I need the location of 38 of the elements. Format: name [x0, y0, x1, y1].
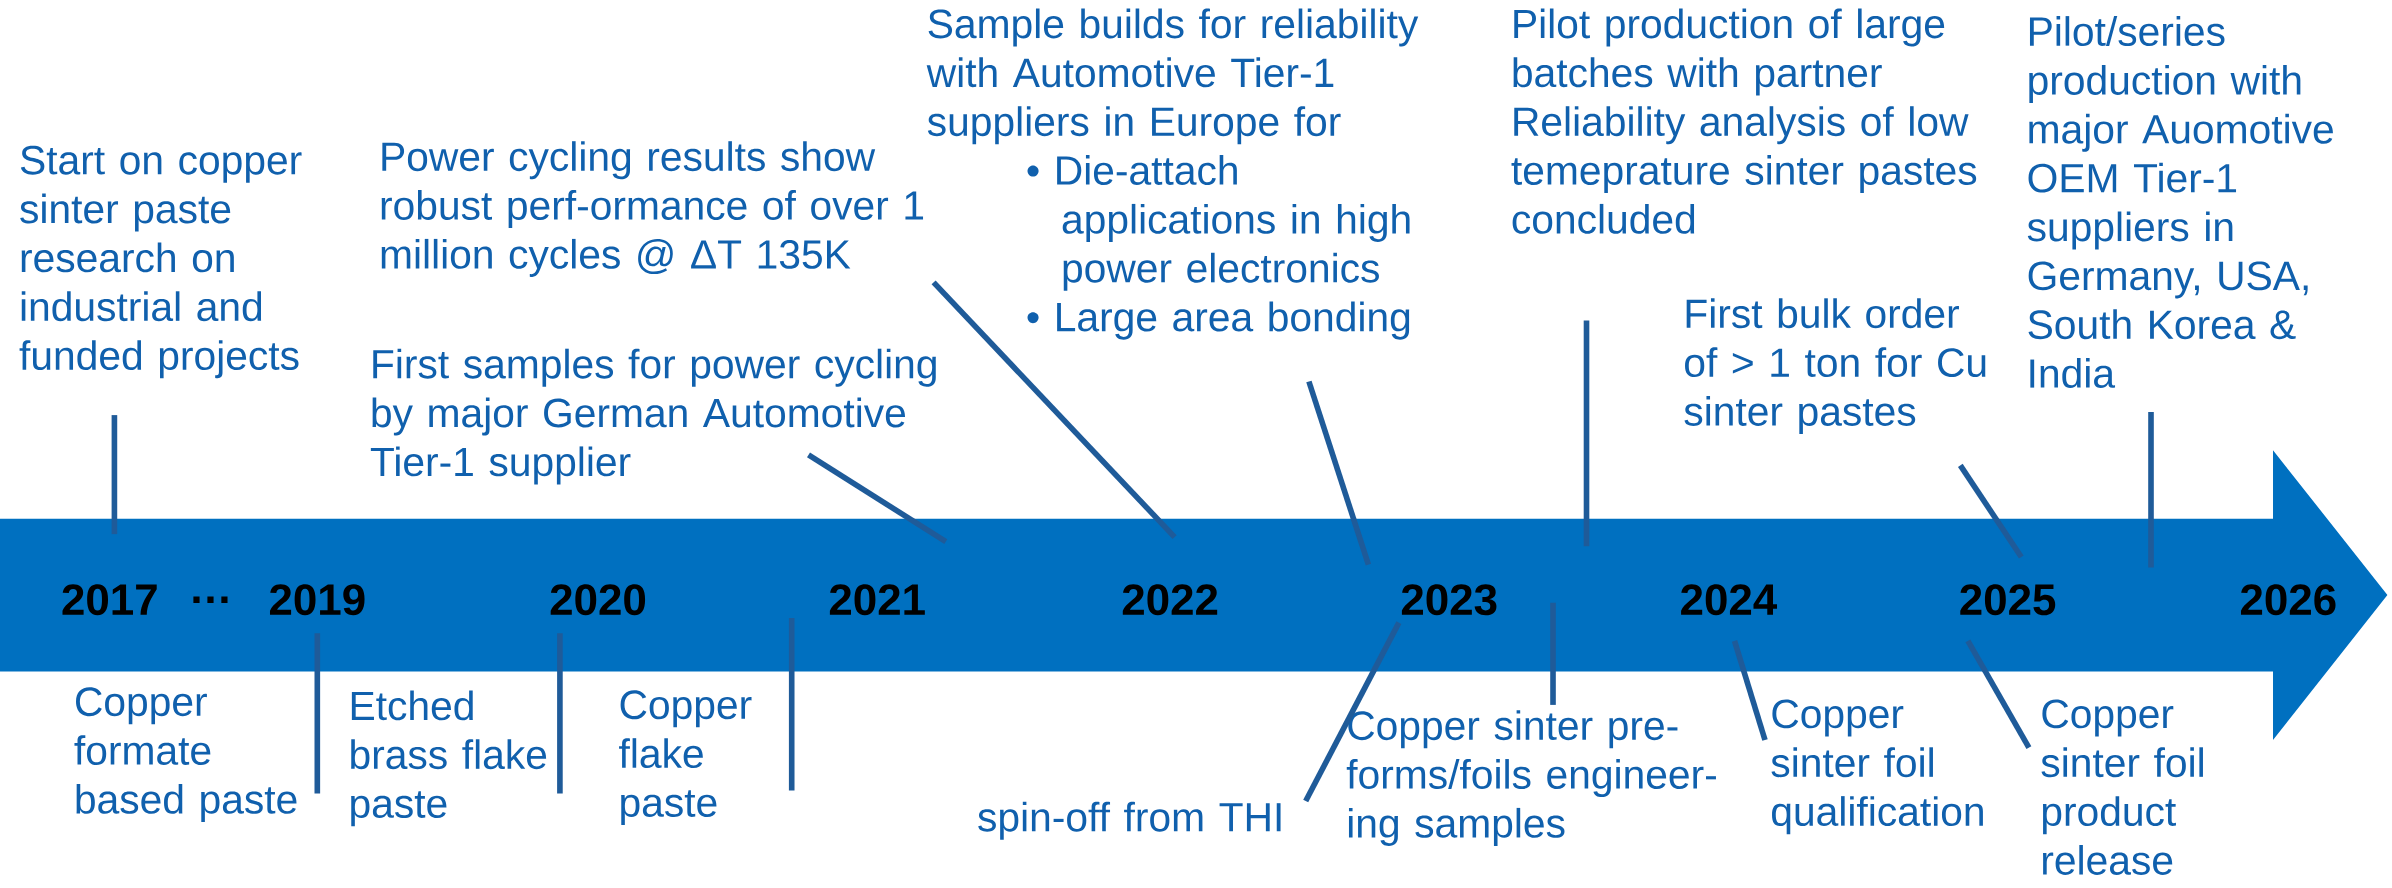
milestone-text: Copper flake paste: [619, 690, 752, 826]
milestone-text: First bulk order of > 1 ton for Cu sinter pastes: [1684, 298, 1986, 435]
leader-line: [1957, 463, 2024, 559]
milestone-text: Start on copper sinter paste research on industrial and funded projects: [19, 145, 302, 379]
leader-line: [557, 633, 563, 794]
milestone-text: Etched brass flake paste: [351, 690, 547, 827]
year-label: …: [193, 596, 228, 603]
year-label: 2023: [1401, 584, 1497, 616]
leader-line: [1303, 621, 1402, 803]
milestone-text: spin-off from THI: [978, 801, 1281, 840]
leader-line: [1731, 640, 1768, 741]
leader-line: [2148, 412, 2154, 568]
milestone-text: Copper formate based paste: [74, 687, 297, 822]
year-label: 2024: [1681, 584, 1777, 616]
year-label: 2019: [270, 584, 365, 616]
milestone-text: First samples for power cycling by major German Automotive Tier-1 supplier: [370, 348, 936, 485]
milestone-text: Copper sinter foil qualification: [1771, 699, 1983, 835]
leader-line: [1965, 639, 2032, 750]
milestone-text: Pilot production of large batches with partner Reliability analysis of low temeprature sinter pastes concluded: [1511, 8, 1977, 234]
leader-line: [1583, 320, 1590, 547]
leader-line: [111, 415, 118, 535]
year-label: 2026: [2241, 584, 2336, 616]
year-label: 2021: [829, 584, 925, 616]
leader-line: [931, 280, 1177, 540]
year-label: 2022: [1122, 584, 1218, 616]
year-label: 2017: [62, 584, 157, 616]
milestone-text: Power cycling results show robust perf-ormance of over 1 million cycles @ ΔT 135K: [381, 141, 924, 277]
year-label: 2020: [550, 584, 646, 616]
milestone-text: Pilot/series production with major Auomotive OEM Tier-1 suppliers in Germany, USA, South Korea & India: [2027, 16, 2333, 388]
milestone-text: Copper sinter pre-forms/foils engineer-ing samples: [1346, 710, 1716, 846]
year-label: 2025: [1960, 584, 2056, 616]
leader-line: [807, 452, 948, 545]
leader-line: [314, 633, 321, 794]
milestone-text: Copper sinter foil product release: [2041, 699, 2203, 875]
milestone-text: Sample builds for reliability with Automotive Tier-1 suppliers in Europe for • Die-attach applications in high power electronics • Large area bonding: [926, 8, 1419, 340]
leader-line: [788, 618, 795, 791]
leader-line: [1306, 380, 1372, 566]
leader-line: [1550, 602, 1556, 705]
